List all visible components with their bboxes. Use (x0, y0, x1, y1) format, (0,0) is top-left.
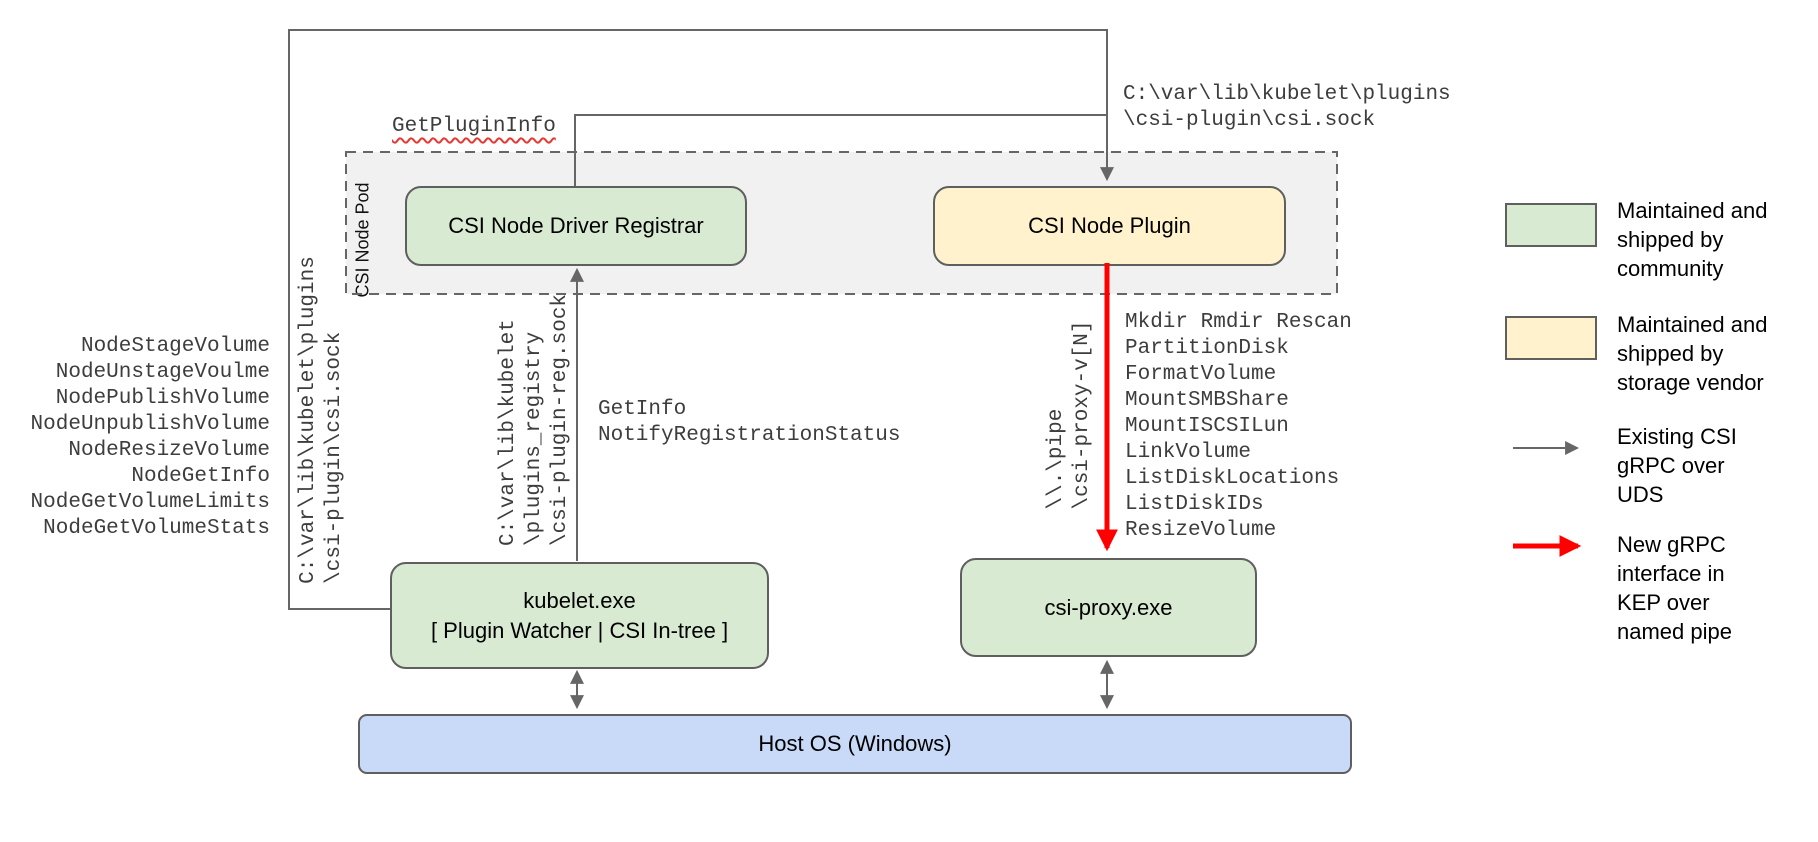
legend-swatch-storage-vendor (1505, 316, 1597, 360)
kubelet-label: kubelet.exe [ Plugin Watcher | CSI In-tr… (430, 587, 729, 643)
named-pipe-label: \\.\pipe \csi-proxy-v[N] (1045, 320, 1094, 510)
csi-socket-path-label-left: C:\var\lib\kubelet\plugins \csi-plugin\c… (297, 256, 346, 584)
legend-text-existing-uds: Existing CSI gRPC over UDS (1617, 424, 1737, 507)
plugin-registry-socket-label: C:\var\lib\kubelet \plugins_registry \cs… (497, 293, 572, 547)
csi-socket-path-label-top: C:\var\lib\kubelet\plugins \csi-plugin\c… (1123, 83, 1451, 132)
legend-text-storage-vendor: Maintained and shipped by storage vendor (1617, 312, 1768, 395)
csi-node-plugin-label: CSI Node Plugin (1028, 213, 1191, 238)
csi-node-driver-registrar-label: CSI Node Driver Registrar (448, 213, 704, 238)
get-plugin-info-label: GetPluginInfo (392, 115, 556, 138)
csi-proxy-rpc-list: Mkdir Rmdir Rescan PartitionDisk FormatV… (1125, 311, 1352, 542)
csi-node-driver-registrar-box: CSI Node Driver Registrar (405, 186, 747, 266)
csi-proxy-box: csi-proxy.exe (960, 558, 1257, 657)
legend-text-community: Maintained and shipped by community (1617, 198, 1768, 281)
node-rpc-list: NodeStageVolume NodeUnstageVoulme NodePu… (30, 335, 270, 540)
host-os-box: Host OS (Windows) (358, 714, 1352, 774)
csi-node-plugin-box: CSI Node Plugin (933, 186, 1286, 266)
legend-text-new-named-pipe: New gRPC interface in KEP over named pip… (1617, 532, 1732, 644)
csi-proxy-label: csi-proxy.exe (1044, 594, 1173, 620)
legend-swatch-community (1505, 203, 1597, 247)
kubelet-box: kubelet.exe [ Plugin Watcher | CSI In-tr… (390, 562, 769, 669)
csi-node-pod-label: CSI Node Pod (352, 182, 373, 298)
registration-rpc-list: GetInfo NotifyRegistrationStatus (598, 398, 901, 447)
host-os-label: Host OS (Windows) (758, 731, 952, 756)
